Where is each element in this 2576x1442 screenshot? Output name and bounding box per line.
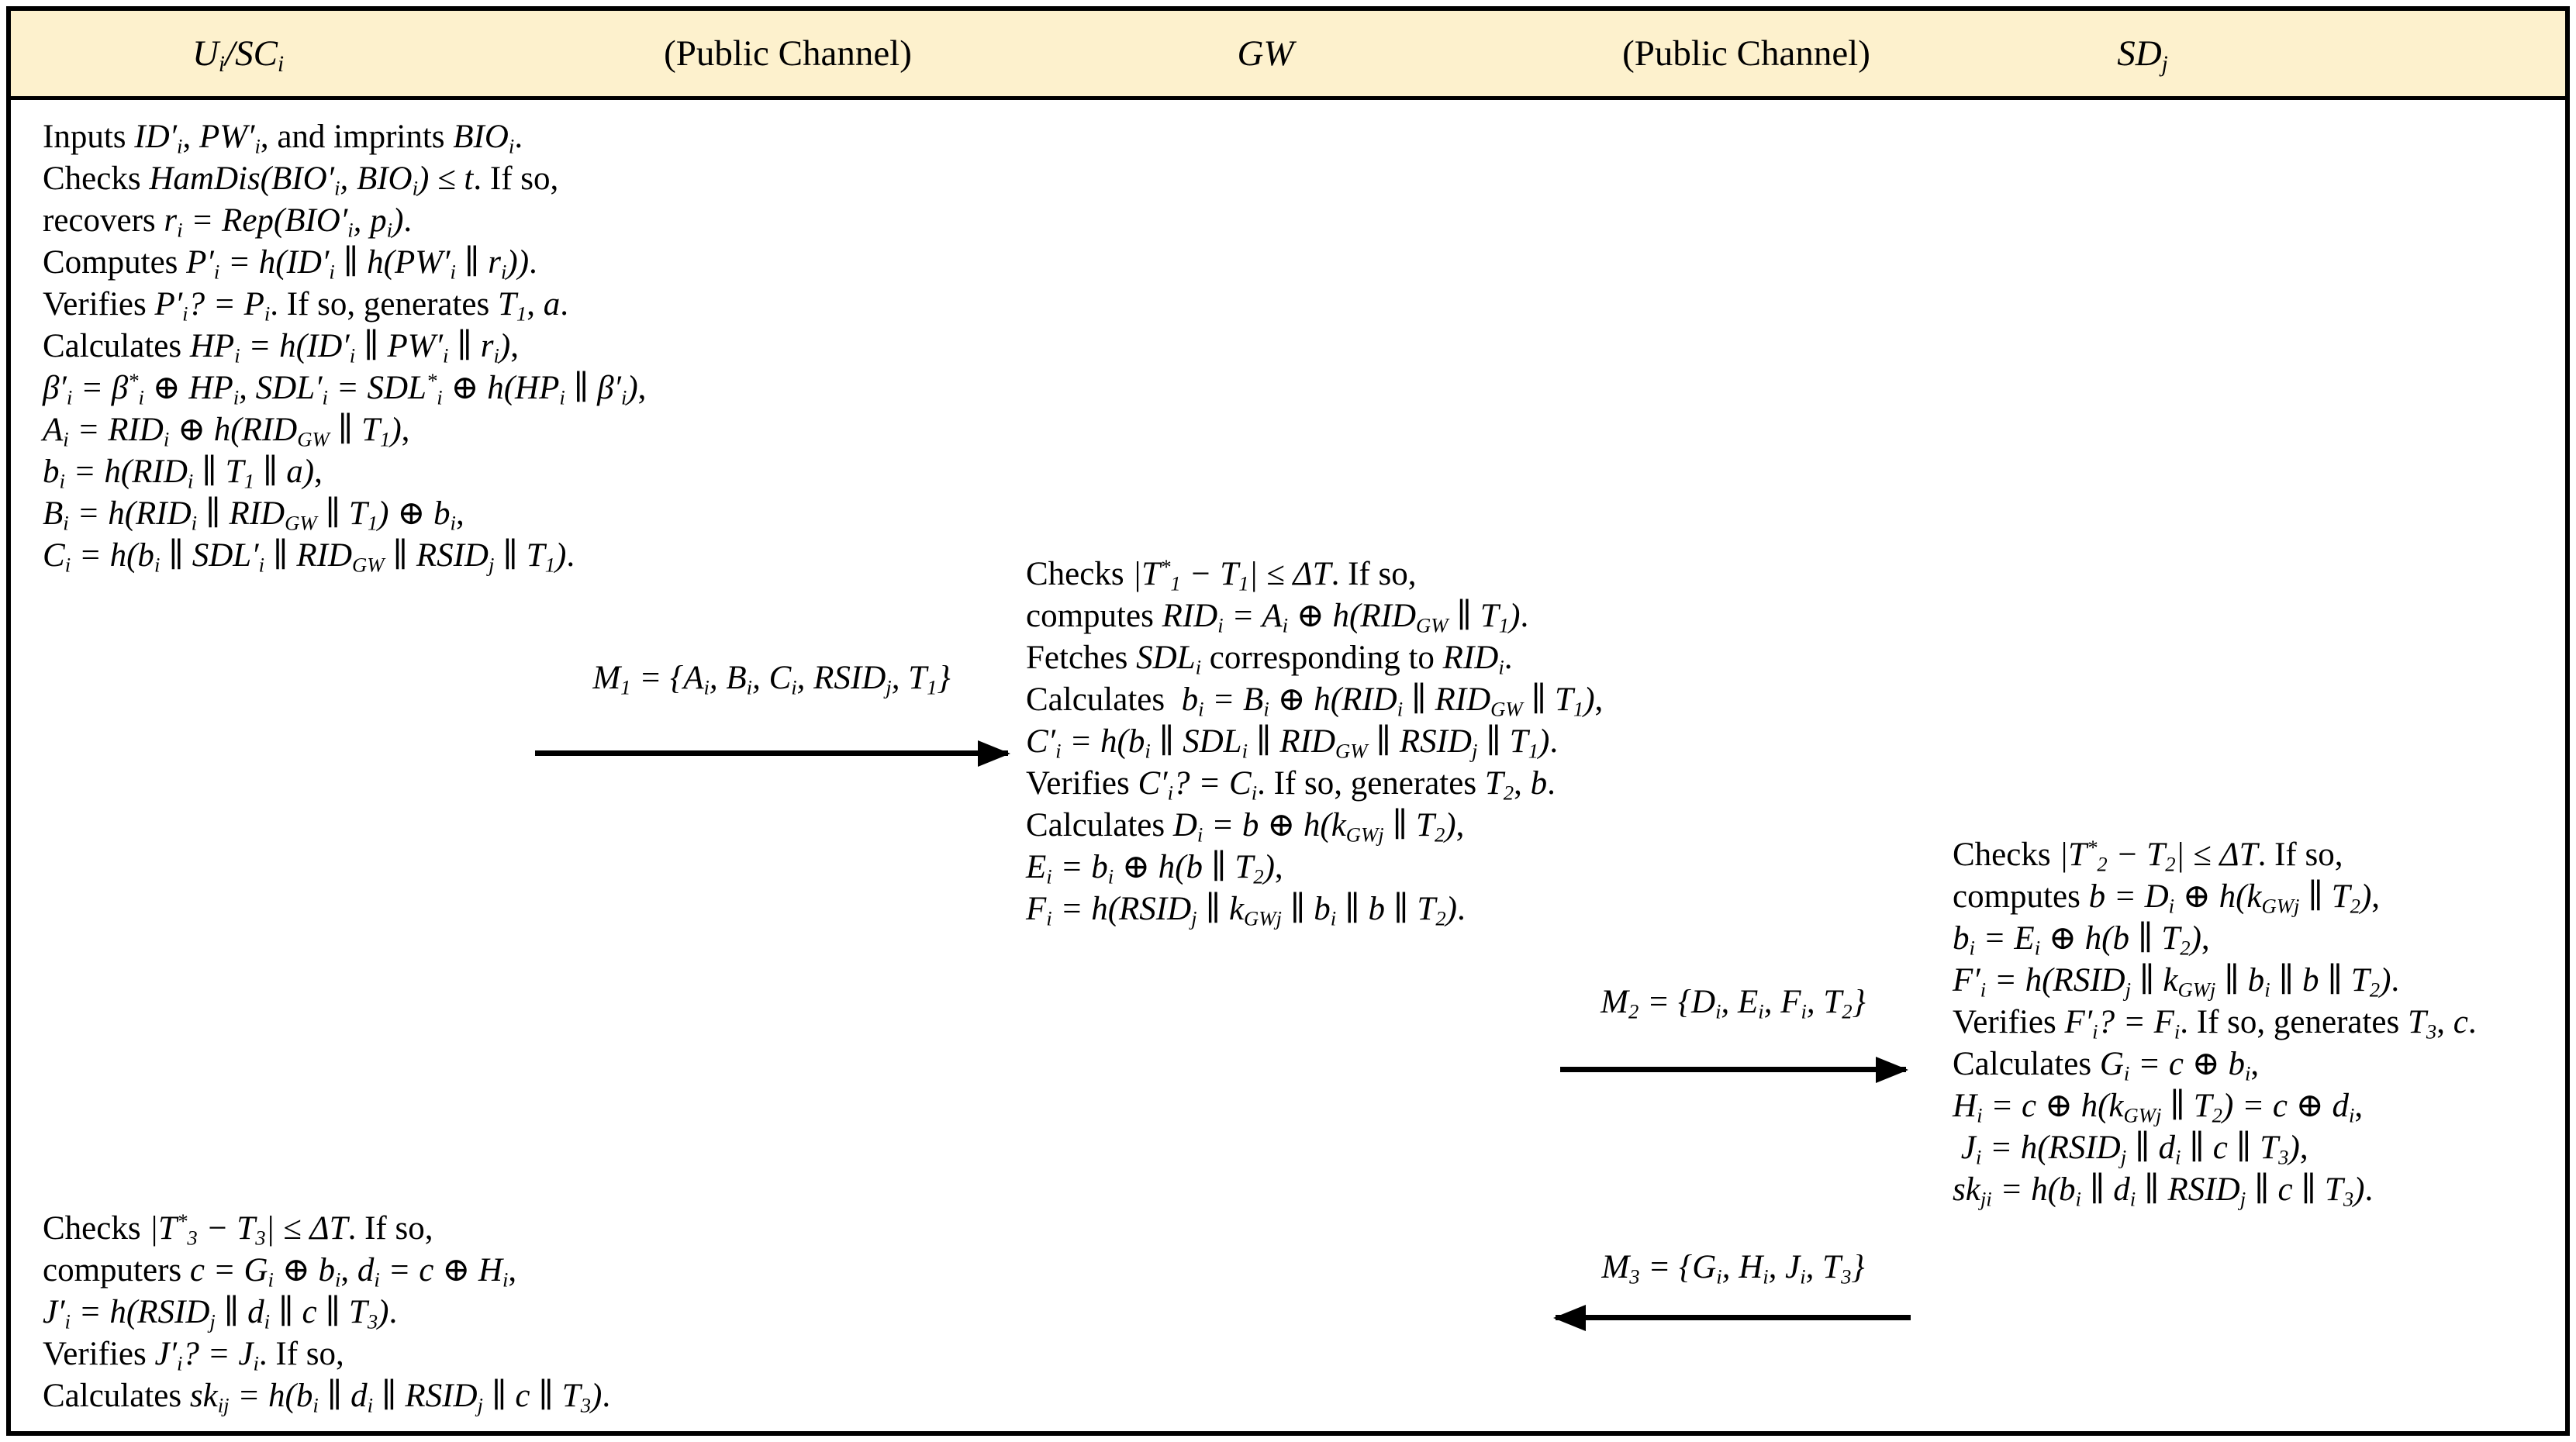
message-m3-arrow [1556, 1315, 1911, 1320]
protocol-step-line: C′i = h(bi ∥ SDLi ∥ RIDGW ∥ RSIDj ∥ T1). [1026, 723, 1559, 763]
message-m3-label: M3 = {Gi, Hi, Ji, T3} [1601, 1249, 1865, 1288]
column-header-smart-device: SDj [2117, 33, 2168, 78]
protocol-step-line: computes b = Di ⊕ h(kGWj ∥ T2), [1953, 878, 2381, 918]
protocol-step-line: bi = h(RIDi ∥ T1 ∥ a), [43, 454, 323, 493]
smart-device-steps: Checks |T*2 − T2| ≤ ΔT. If so,computes b… [1953, 834, 2477, 1211]
protocol-step-line: Calculates bi = Bi ⊕ h(RIDi ∥ RIDGW ∥ T1… [1026, 681, 1604, 721]
message-m1: M1 = {Ai, Bi, Ci, RSIDj, T1} [535, 657, 1008, 756]
protocol-step-line: Inputs ID′i, PW′i, and imprints BIOi. [43, 119, 523, 158]
protocol-step-line: Verifies P′i? = Pi. If so, generates T1,… [43, 286, 568, 326]
protocol-step-line: Calculates Gi = c ⊕ bi, [1953, 1046, 2260, 1085]
protocol-step-line: Hi = c ⊕ h(kGWj ∥ T2) = c ⊕ di, [1953, 1088, 2364, 1127]
protocol-step-line: computes RIDi = Ai ⊕ h(RIDGW ∥ T1). [1026, 598, 1529, 637]
message-m3: M3 = {Gi, Hi, Ji, T3} [1556, 1247, 1911, 1320]
protocol-step-line: Checks |T*3 − T3| ≤ ΔT. If so, [43, 1209, 433, 1250]
protocol-step-line: Checks |T*2 − T2| ≤ ΔT. If so, [1953, 836, 2343, 876]
protocol-step-line: recovers ri = Rep(BIO′i, pi). [43, 202, 413, 242]
protocol-step-line: Checks |T*1 − T1| ≤ ΔT. If so, [1026, 555, 1417, 595]
gateway-steps: Checks |T*1 − T1| ≤ ΔT. If so,computes R… [1026, 554, 1603, 930]
protocol-step-line: Checks HamDis(BIO′i, BIOi) ≤ t. If so, [43, 160, 559, 200]
protocol-step-line: Ci = h(bi ∥ SDL′i ∥ RIDGW ∥ RSIDj ∥ T1). [43, 537, 575, 577]
column-header-public-channel-1: (Public Channel) [664, 33, 912, 74]
message-m2: M2 = {Di, Ei, Fi, T2} [1560, 981, 1906, 1072]
protocol-step-line: J′i = h(RSIDj ∥ di ∥ c ∥ T3). [43, 1294, 398, 1333]
protocol-step-line: Ai = RIDi ⊕ h(RIDGW ∥ T1), [43, 412, 410, 451]
protocol-step-line: Calculates Di = b ⊕ h(kGWj ∥ T2), [1026, 807, 1465, 847]
protocol-step-line: Fi = h(RSIDj ∥ kGWj ∥ bi ∥ b ∥ T2). [1026, 891, 1466, 930]
protocol-step-line: F′i = h(RSIDj ∥ kGWj ∥ bi ∥ b ∥ T2). [1953, 962, 2400, 1002]
message-m2-label: M2 = {Di, Ei, Fi, T2} [1601, 984, 1866, 1023]
protocol-step-line: bi = Ei ⊕ h(b ∥ T2), [1953, 920, 2210, 960]
protocol-step-line: Calculates HPi = h(ID′i ∥ PW′i ∥ ri), [43, 328, 519, 367]
user-session-steps: Checks |T*3 − T3| ≤ ΔT. If so,computers … [43, 1208, 610, 1417]
diagram-frame [6, 6, 2570, 1436]
protocol-step-line: Verifies F′i? = Fi. If so, generates T3,… [1953, 1004, 2477, 1044]
protocol-step-line: Fetches SDLi corresponding to RIDi. [1026, 640, 1513, 679]
protocol-step-line: Computes P′i = h(ID′i ∥ h(PW′i ∥ ri)). [43, 244, 537, 284]
protocol-step-line: skji = h(bi ∥ di ∥ RSIDj ∥ c ∥ T3). [1953, 1171, 2374, 1211]
protocol-step-line: β′i = β*i ⊕ HPi, SDL′i = SDL*i ⊕ h(HPi ∥… [43, 369, 647, 409]
protocol-step-line: Ei = bi ⊕ h(b ∥ T2), [1026, 849, 1283, 888]
protocol-step-line: computers c = Gi ⊕ bi, di = c ⊕ Hi, [43, 1252, 517, 1292]
protocol-step-line: Bi = h(RIDi ∥ RIDGW ∥ T1) ⊕ bi, [43, 495, 464, 535]
message-m2-arrow [1560, 1067, 1906, 1072]
column-header-public-channel-2: (Public Channel) [1622, 33, 1870, 74]
protocol-step-line: Calculates skij = h(bi ∥ di ∥ RSIDj ∥ c … [43, 1378, 611, 1417]
message-m1-arrow [535, 750, 1008, 756]
column-header-gateway: GW [1237, 33, 1294, 74]
message-m1-label: M1 = {Ai, Bi, Ci, RSIDj, T1} [592, 660, 951, 699]
user-login-steps: Inputs ID′i, PW′i, and imprints BIOi.Che… [43, 116, 646, 577]
protocol-step-line: Verifies C′i? = Ci. If so, generates T2,… [1026, 765, 1556, 805]
column-header-user: Ui/SCi [192, 33, 285, 78]
protocol-step-line: Ji = h(RSIDj ∥ di ∥ c ∥ T3), [1960, 1130, 2308, 1169]
protocol-step-line: Verifies J′i? = Ji. If so, [43, 1336, 344, 1375]
diagram-header: Ui/SCi (Public Channel) GW (Public Chann… [11, 11, 2565, 100]
